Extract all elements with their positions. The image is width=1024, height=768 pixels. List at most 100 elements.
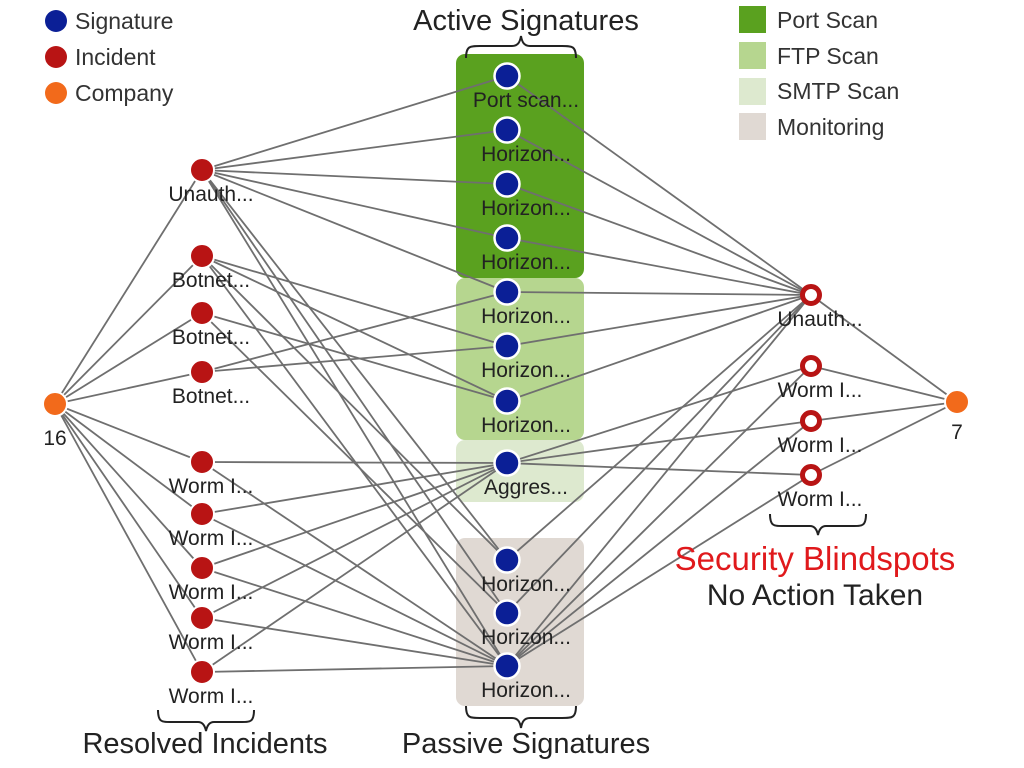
edge-s6-u1 [506,294,812,347]
edge-r6-s11 [201,513,508,667]
edge-r1-s1 [201,75,508,171]
node-label: Horizon... [481,197,571,220]
edge-r4-s5 [201,291,508,373]
edge-s10-u1 [506,294,812,614]
edge-s11-u4 [506,474,812,667]
edge-r8-s8 [201,462,508,619]
legend-node-types: Signature Incident Company [45,8,174,106]
incident-dot [189,605,215,631]
signature-node-s11[interactable]: Horizon... [481,652,571,703]
legend-item-company: Company [45,80,174,106]
incident-dot [189,243,215,269]
incident-dot [189,157,215,183]
legend-item-signature: Signature [45,8,173,34]
legend-item-ftp-scan: FTP Scan [739,42,879,69]
edge-s8-u3 [506,420,812,464]
edge-c1-r5 [54,403,203,463]
blindspot-incident-node-u2[interactable]: Worm I... [778,355,863,403]
edge-r2-s7 [201,255,508,402]
blindspot-incident-node-u1[interactable]: Unauth... [777,284,863,332]
edge-u3-c2 [810,401,958,422]
edge-r8-s11 [201,617,508,667]
edge-s11-u2 [506,365,812,667]
node-label: Botnet... [172,269,250,292]
edge-r9-s8 [201,462,508,673]
active-signatures-heading: Active Signatures [413,5,639,37]
edge-s8-u2 [506,365,812,464]
signature-node-s10[interactable]: Horizon... [481,599,571,650]
node-label: Port scan... [473,89,579,112]
edge-r6-s8 [201,462,508,515]
company-node-c1[interactable]: 16 [42,391,68,450]
resolved-incident-node-r6[interactable]: Worm I... [169,501,254,550]
company-dot [42,391,68,417]
edge-s3-u1 [506,183,812,296]
legend-ftp-scan-label: FTP Scan [777,43,879,69]
security-blindspots-subtitle: No Action Taken [707,579,923,612]
edge-s11-u1 [506,294,812,667]
resolved-incident-node-r3[interactable]: Botnet... [172,300,250,349]
edge-c1-r8 [54,403,203,619]
blindspot-incident-node-u4[interactable]: Worm I... [778,464,863,512]
edge-u2-c2 [810,365,958,403]
edge-s2-u1 [506,129,812,296]
company-node-c2[interactable]: 7 [944,389,970,444]
signature-node-s2[interactable]: Horizon... [481,116,571,167]
edge-s4-u1 [506,237,812,296]
edge-c1-r4 [54,371,203,405]
node-label: Worm I... [169,631,254,654]
resolved-incident-node-r2[interactable]: Botnet... [172,243,250,292]
node-label: Horizon... [481,573,571,596]
edge-c1-r6 [54,403,203,515]
resolved-incidents-heading: Resolved Incidents [82,728,327,760]
edge-u4-c2 [810,401,958,476]
legend-port-scan-swatch [739,6,766,33]
blindspot-incident-node-u3[interactable]: Worm I... [778,410,863,458]
signature-dot [493,599,521,627]
group-box-monitoring [456,538,584,706]
legend-ftp-scan-swatch [739,42,766,69]
signature-node-s8[interactable]: Aggres... [484,449,568,500]
edge-s7-u1 [506,294,812,402]
signature-dot [493,652,521,680]
signature-node-s3[interactable]: Horizon... [481,170,571,221]
node-label: Unauth... [168,183,253,206]
signature-dot [493,170,521,198]
edge-s9-u1 [506,294,812,561]
signature-node-s9[interactable]: Horizon... [481,546,571,597]
braces [157,35,867,732]
edge-r1-s10 [201,169,508,614]
signature-dot [493,278,521,306]
resolved-incident-node-r1[interactable]: Unauth... [168,157,254,206]
signature-node-s7[interactable]: Horizon... [481,387,571,438]
resolved-incident-node-r9[interactable]: Worm I... [169,659,254,708]
incident-dot [189,300,215,326]
edge-c1-r2 [54,255,203,405]
resolved-incident-node-r7[interactable]: Worm I... [169,555,254,604]
incident-dot [189,359,215,385]
edge-c1-r7 [54,403,203,569]
signature-node-s6[interactable]: Horizon... [481,332,571,383]
legend-smtp-scan-label: SMTP Scan [777,78,899,104]
blindspot-ring [800,410,822,432]
signature-node-s1[interactable]: Port scan... [473,62,579,113]
resolved-incident-node-r4[interactable]: Botnet... [172,359,250,408]
blindspot-ring [800,464,822,486]
node-label: Botnet... [172,326,250,349]
resolved-incident-node-r5[interactable]: Worm I... [169,449,254,498]
edges [54,75,958,673]
edge-c1-r9 [54,403,203,673]
legend-company-swatch [45,82,67,104]
signature-node-s4[interactable]: Horizon... [481,224,571,275]
edge-r4-s6 [201,345,508,373]
signature-node-s5[interactable]: Horizon... [481,278,571,329]
resolved-incident-node-r8[interactable]: Worm I... [169,605,254,654]
edge-r9-s11 [201,665,508,673]
signature-dot [493,449,521,477]
node-label: Worm I... [169,527,254,550]
edge-r1-s9 [201,169,508,561]
edge-s11-u3 [506,420,812,667]
legend-signature-label: Signature [75,8,173,34]
edge-r1-s3 [201,169,508,185]
